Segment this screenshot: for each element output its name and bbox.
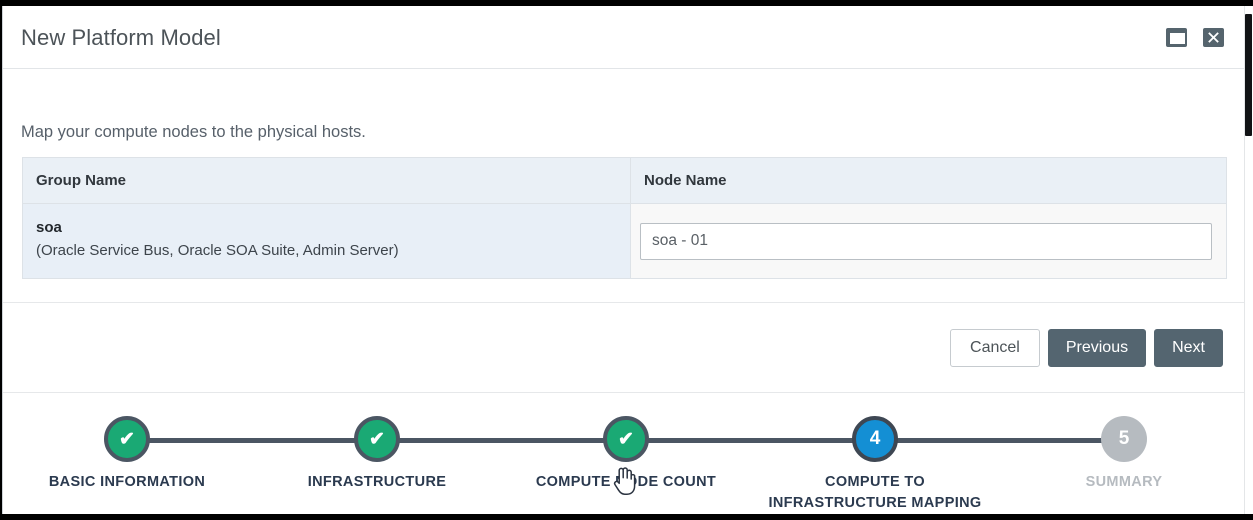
step-2-label[interactable]: INFRASTRUCTURE: [307, 474, 447, 490]
step-3-bubble[interactable]: ✔: [603, 416, 649, 462]
check-icon: ✔: [618, 428, 634, 450]
column-header-group-name: Group Name: [22, 157, 631, 204]
restore-icon[interactable]: [1166, 28, 1187, 47]
previous-button[interactable]: Previous: [1047, 329, 1147, 367]
step-4-bubble[interactable]: 4: [852, 416, 898, 462]
step-5-number: 5: [1118, 428, 1130, 449]
column-header-node-name: Node Name: [630, 157, 1227, 204]
step-3-label[interactable]: COMPUTE NODE COUNT: [535, 474, 717, 490]
group-name-text: soa: [36, 219, 62, 236]
dialog-titlebar: New Platform Model: [3, 6, 1244, 69]
step-5-bubble[interactable]: 5: [1101, 416, 1147, 462]
node-name-input[interactable]: [640, 222, 1212, 260]
scrollbar-thumb[interactable]: [1245, 14, 1252, 136]
dialog-body: Map your compute nodes to the physical h…: [3, 69, 1244, 302]
table-row: soa (Oracle Service Bus, Oracle SOA Suit…: [22, 203, 1227, 279]
step-1-bubble[interactable]: ✔: [104, 416, 150, 462]
dialog-footer: Cancel Previous Next: [3, 302, 1244, 393]
step-4-label[interactable]: COMPUTE TO INFRASTRUCTURE MAPPING: [768, 474, 982, 512]
dialog-title: New Platform Model: [21, 25, 221, 50]
check-icon: ✔: [119, 428, 135, 450]
table-header-row: Group Name Node Name: [22, 157, 1227, 204]
close-icon[interactable]: [1203, 28, 1224, 47]
instruction-text: Map your compute nodes to the physical h…: [21, 123, 366, 141]
step-4-number: 4: [869, 428, 881, 449]
check-icon: ✔: [369, 428, 385, 450]
step-2-bubble[interactable]: ✔: [354, 416, 400, 462]
step-5-label[interactable]: SUMMARY: [1085, 474, 1163, 490]
cancel-button[interactable]: Cancel: [950, 329, 1040, 367]
wizard-stepper: ✔ BASIC INFORMATION ✔ INFRASTRUCTURE ✔ C…: [3, 394, 1244, 514]
step-1-label[interactable]: BASIC INFORMATION: [48, 474, 206, 490]
group-description-text: (Oracle Service Bus, Oracle SOA Suite, A…: [36, 241, 399, 259]
window-controls: [1166, 28, 1224, 47]
cell-node-name: [630, 203, 1227, 279]
footer-button-group: Cancel Previous Next: [950, 329, 1223, 367]
next-button[interactable]: Next: [1154, 329, 1223, 367]
vertical-scrollbar[interactable]: [1244, 6, 1253, 514]
new-platform-model-dialog: New Platform Model Map your compute node…: [2, 6, 1245, 514]
cell-group-name: soa (Oracle Service Bus, Oracle SOA Suit…: [22, 203, 631, 279]
mapping-table: Group Name Node Name soa (Oracle Service…: [22, 157, 1227, 280]
